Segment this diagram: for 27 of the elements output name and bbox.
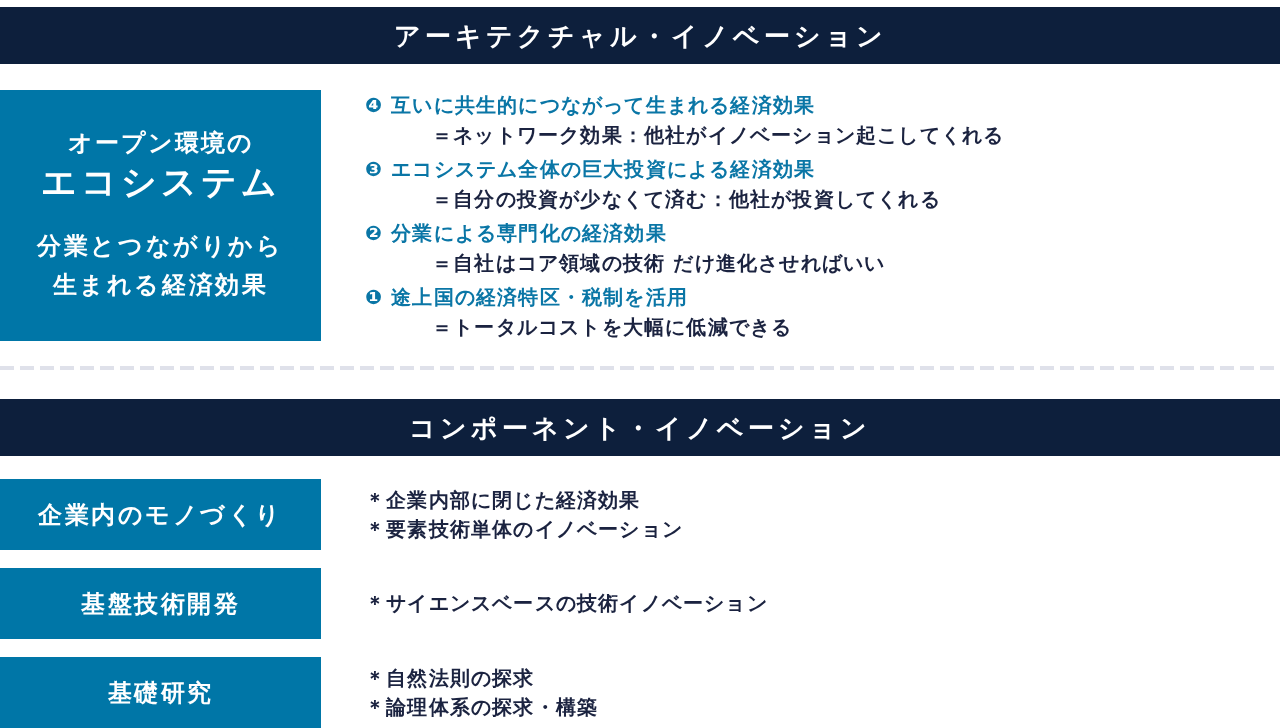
section-header-band [0, 399, 1280, 456]
box-description: 分業とつながりから生まれる経済効果 [35, 231, 285, 301]
box-heading: エコシステム [40, 161, 281, 204]
category-box [0, 568, 321, 639]
effect-detail: ＝トータルコストを大幅に低減できる [432, 314, 793, 341]
section-heading: コンポーネント・イノベーション [409, 411, 871, 445]
effect-heading: ❹ 互いに共生的につながって生まれる経済効果 [365, 92, 816, 119]
effect-heading: ❶ 途上国の経済特区・税制を活用 [365, 284, 689, 311]
bullet-item: ＊企業内部に閉じた経済効果 [365, 486, 641, 514]
category-label: 基礎研究 [107, 677, 214, 709]
bullet-item: ＊サイエンスベースの技術イノベーション [365, 590, 768, 617]
category-box [0, 657, 321, 728]
bullet-item: ＊論理体系の探求・構築 [365, 693, 599, 721]
effect-detail: ＝自分の投資が少なくて済む：他社が投資してくれる [432, 186, 941, 213]
category-box [0, 479, 321, 550]
category-label: 基盤技術開発 [81, 588, 240, 620]
box-subheading: オープン環境の [67, 128, 254, 159]
category-box [0, 90, 321, 341]
effect-detail: ＝自社はコア領域の技術 だけ進化させればいい [432, 250, 886, 277]
effect-heading: ❷ 分業による専門化の経済効果 [365, 220, 667, 247]
section-heading: アーキテクチャル・イノベーション [393, 19, 887, 53]
section-header-band [0, 7, 1280, 64]
effect-detail: ＝ネットワーク効果：他社がイノベーション起こしてくれる [432, 122, 1005, 149]
bullet-item: ＊自然法則の探求 [365, 664, 535, 692]
category-label: 企業内のモノづくり [38, 499, 283, 531]
effect-heading: ❸ エコシステム全体の巨大投資による経済効果 [365, 156, 816, 183]
bullet-item: ＊要素技術単体のイノベーション [365, 515, 683, 543]
